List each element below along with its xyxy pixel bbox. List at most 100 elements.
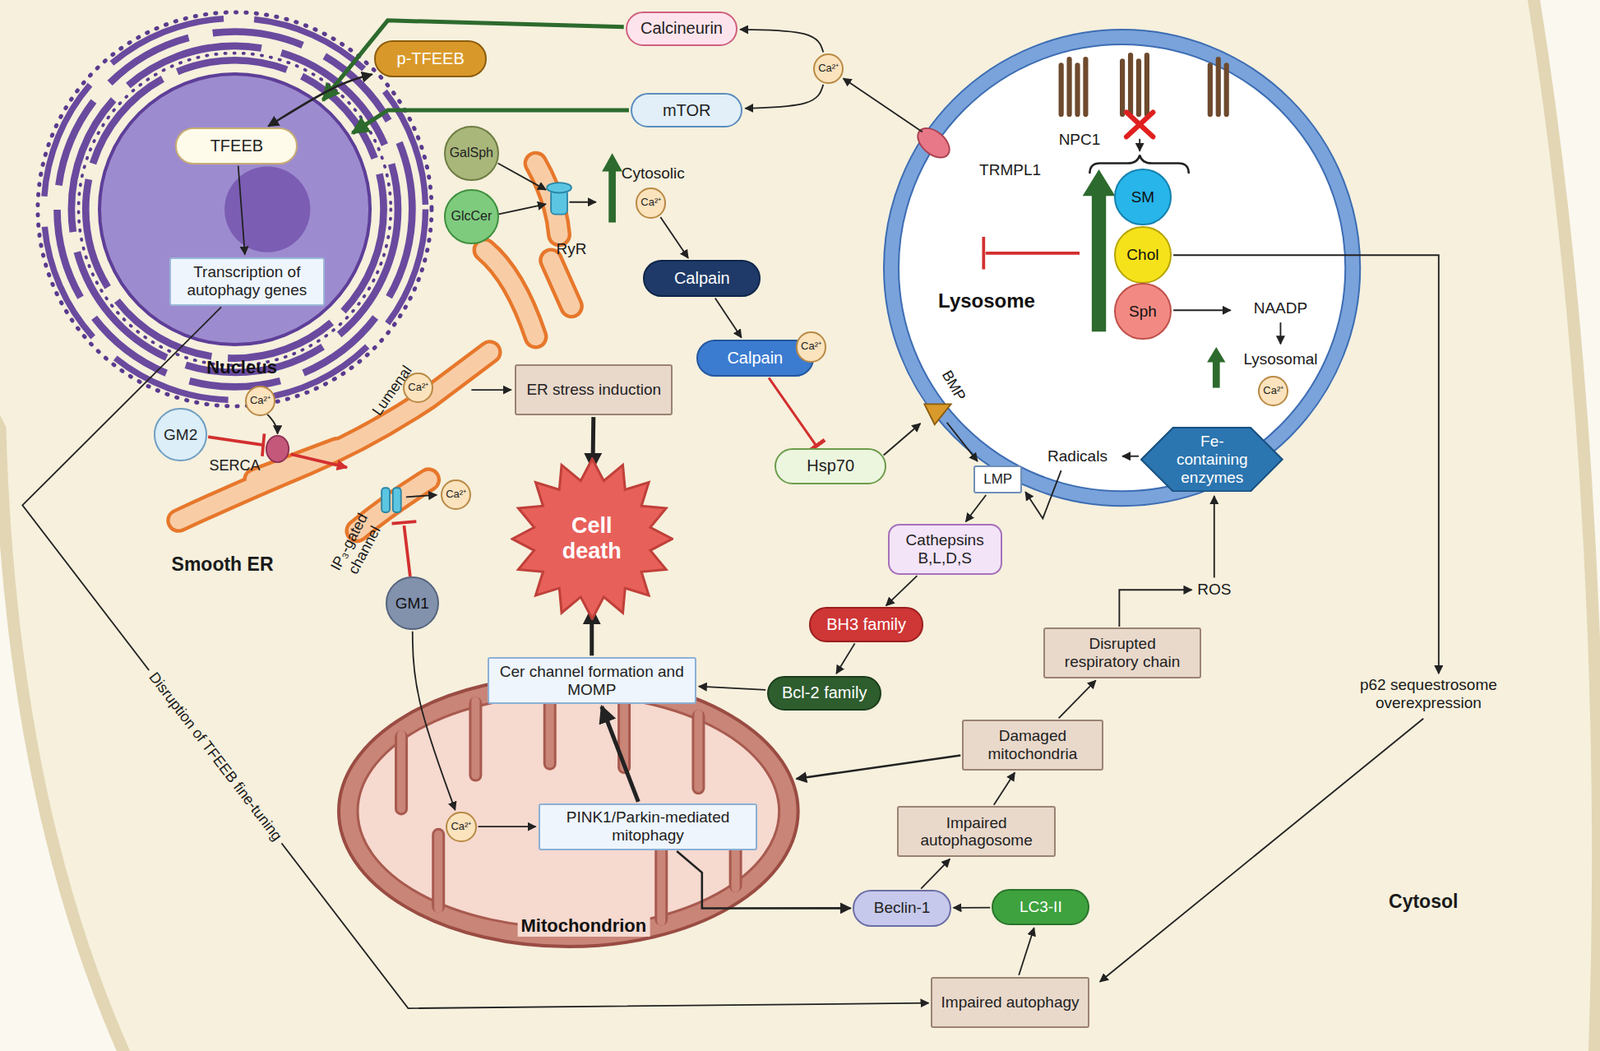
bmp-lipid [924, 403, 951, 425]
increase-arrow [601, 152, 623, 172]
signal-pill: TFEEB [175, 127, 298, 165]
organelle-name: Nucleus [203, 356, 281, 379]
connector-arrow [843, 78, 923, 132]
connector-arrow [412, 631, 456, 810]
process-box: PINK1/Parkin-mediated mitophagy [538, 803, 759, 851]
connector-arrow [323, 20, 625, 101]
node-text: Fe-containing enzymes [1169, 432, 1254, 487]
outer-membrane [338, 675, 799, 947]
trpml1-channel [912, 122, 956, 164]
inner-membrane [357, 694, 780, 928]
connector-arrow [739, 29, 824, 53]
connector-arrow [601, 706, 639, 802]
smooth-er [178, 163, 572, 532]
hexagon-shape [1141, 427, 1283, 491]
connector-arrow [352, 110, 629, 134]
inhibition [983, 236, 1080, 270]
node-text: mTOR [662, 101, 712, 121]
connector-arrow [744, 84, 824, 109]
signal-pill: BH3 family [809, 606, 924, 642]
molecule-circle: Ca²⁺ [635, 187, 666, 218]
node-text: ER stress induction [526, 380, 662, 399]
arrow [1025, 470, 1061, 518]
node-text: Hsp70 [806, 456, 855, 476]
connector-arrow [715, 298, 742, 338]
arrow [883, 423, 921, 455]
process-box: Transcription of autophagy genes [169, 257, 325, 307]
arrow [1138, 138, 1141, 152]
connector-arrow [796, 754, 962, 779]
arrow [947, 422, 978, 462]
connector-arrow [920, 859, 950, 889]
arrow [1213, 495, 1216, 578]
burst-shape [512, 458, 673, 620]
molecule-circle: Ca²⁺ [795, 331, 827, 362]
enzyme-hexagon: Fe-containing enzymes [1140, 426, 1284, 492]
process-box: LMP [973, 465, 1023, 495]
increase-arrow [1091, 194, 1106, 333]
signal-pill: Calpain [642, 259, 761, 297]
npc1-protein [1061, 55, 1227, 115]
connector-arrow [589, 607, 594, 656]
arrow [406, 494, 437, 497]
node-text: Calpain [726, 348, 783, 368]
increase-arrow [608, 169, 616, 223]
molecule-circle: Ca²⁺ [813, 53, 844, 84]
ryanodine-receptor [546, 182, 572, 214]
rough-er [37, 12, 432, 407]
node-text: Bcl-2 family [781, 683, 867, 703]
molecule-circle: Sph [1114, 282, 1171, 340]
process-box: ER stress induction [514, 364, 673, 416]
node-text: Ca²⁺ [818, 62, 839, 75]
annotation-label: p62 sequestrosome overexpression [1323, 675, 1533, 713]
connector-arrow [478, 825, 537, 828]
signal-pill: Calcineurin [625, 11, 739, 47]
molecule-circle: Ca²⁺ [445, 811, 477, 842]
arrow [267, 414, 278, 435]
process-box: Cathepsins B,L,D,S [887, 523, 1003, 575]
molecule-circle: GM1 [385, 576, 440, 630]
node-text: Calpain [674, 268, 731, 288]
node-text: LMP [983, 471, 1013, 488]
annotation-label: Cytosol [1388, 890, 1458, 912]
connector-arrow [953, 906, 991, 909]
connector-arrow [268, 73, 372, 126]
node-text: Ca²⁺ [640, 196, 662, 209]
signal-pill: mTOR [630, 92, 744, 128]
node-text: Damaged mitochondria [970, 726, 1095, 764]
node-text: Impaired autophagy [941, 993, 1080, 1012]
molecule-circle: GalSph [443, 125, 500, 181]
lysosome-membrane [898, 44, 1346, 491]
molecule-circle: GlcCer [443, 189, 500, 245]
connector-arrow [660, 217, 689, 259]
lysosome-membrane [883, 29, 1360, 506]
organelle-name: Lysosome [934, 289, 1039, 313]
process-box: Cer channel formation and MOMP [487, 656, 697, 704]
node-text: GlcCer [450, 208, 492, 224]
node-text: Ca²⁺ [1262, 384, 1284, 398]
arrow [1173, 254, 1439, 674]
ip3-channel [381, 487, 402, 513]
node-text: PINK1/Parkin-mediated mitophagy [546, 808, 750, 845]
node-text: Cathepsins B,L,D,S [896, 531, 995, 568]
signal-pill: p-TFEEB [374, 40, 487, 78]
node-text: GM2 [163, 425, 198, 444]
molecule-circle: Ca²⁺ [1257, 375, 1289, 407]
node-text: Beclin-1 [873, 898, 931, 917]
inhibition [392, 521, 417, 577]
signal-pill: Beclin-1 [852, 889, 951, 927]
node-text: Transcription of autophagy genes [177, 263, 317, 300]
increase-arrow [1082, 169, 1116, 196]
connector-arrow [886, 575, 918, 606]
annotation-label: Lysosomal [1243, 350, 1318, 369]
outcome-star: Cell death [510, 457, 675, 621]
arrow [1173, 309, 1231, 311]
node-text: Sph [1128, 302, 1157, 321]
nucleus-organelle: NucleusTFEEBTranscription of autophagy g… [97, 71, 373, 347]
connector-arrow [676, 850, 851, 908]
connector-arrow [590, 416, 596, 470]
lysosome-membrane [891, 36, 1353, 499]
signal-pill: Bcl-2 family [767, 675, 882, 711]
connector-arrow [1058, 679, 1096, 718]
